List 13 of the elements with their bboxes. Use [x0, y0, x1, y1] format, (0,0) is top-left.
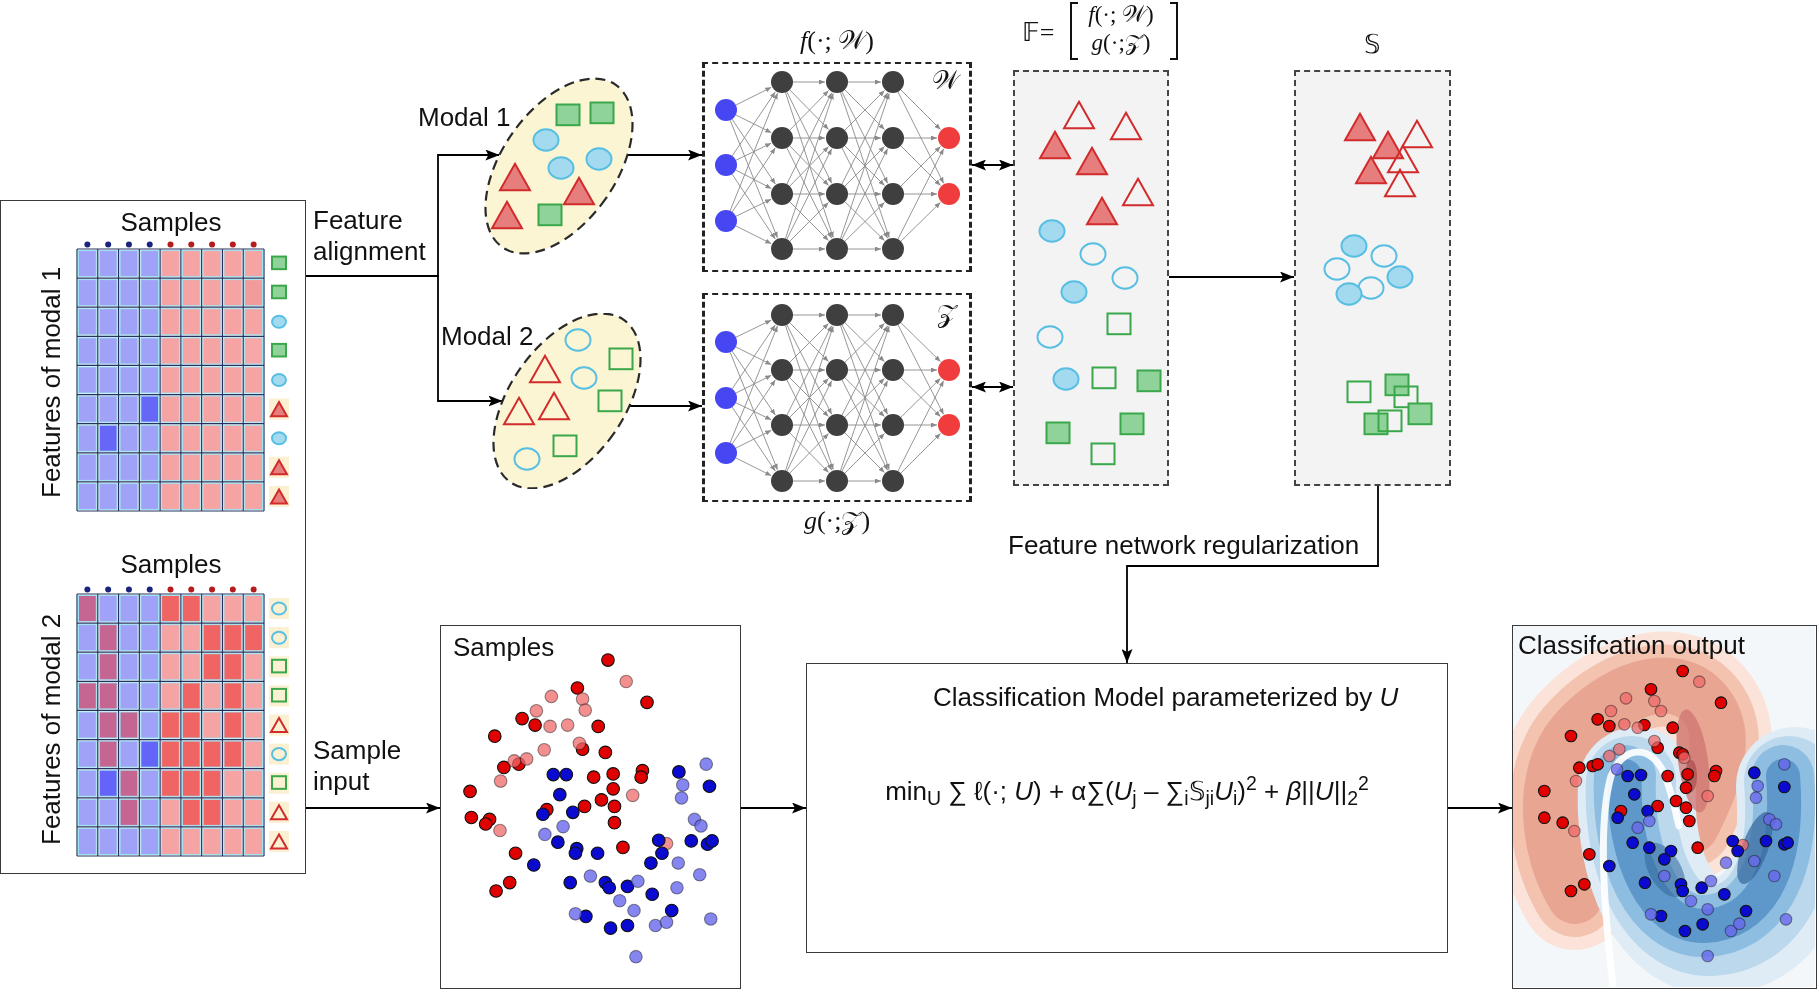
cluster-label: Modal 1: [418, 102, 512, 132]
matrix-symbol: 𝕊: [1363, 30, 1382, 60]
cluster-label: Modal 2: [441, 321, 535, 351]
axis-label: Features of modal 1: [35, 265, 67, 500]
heatmap-title: Samples: [119, 549, 223, 579]
matrix-symbol: 𝔽=: [1020, 18, 1056, 48]
network-title: g(·;𝒵): [802, 506, 872, 536]
heatmap-title: Samples: [119, 207, 223, 237]
matrix-entry: f(·; 𝒲): [1087, 1, 1155, 29]
matrix-entry: g(·;𝒵): [1090, 29, 1152, 57]
network-title: f(·; 𝒲): [799, 26, 875, 56]
model-title: Classification Model parameterized by U: [933, 682, 1400, 712]
axis-label: Features of modal 2: [35, 612, 67, 847]
